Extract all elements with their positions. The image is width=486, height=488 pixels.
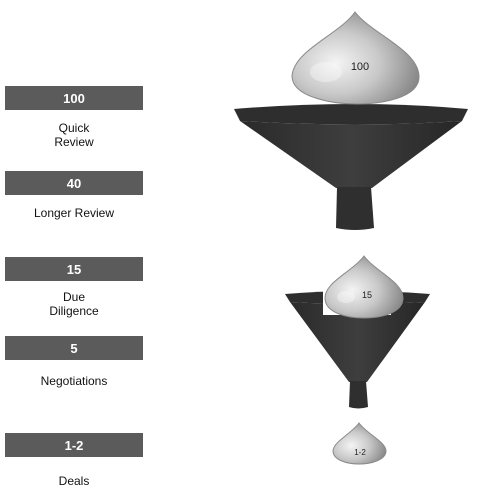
stage-value-box-deals: 1-2 [5, 433, 143, 457]
stage-label-negotiations: Negotiations [40, 374, 108, 388]
drop-1-2: 1-2 [332, 422, 387, 465]
stage-value: 100 [63, 90, 85, 106]
stage-value: 5 [70, 340, 78, 356]
stage-value: 15 [66, 261, 82, 277]
stage-value-box-negotiations: 5 [5, 336, 143, 360]
stage-label-due-diligence: Due Diligence [49, 290, 99, 318]
stage-value-box-due-diligence: 15 [5, 257, 143, 281]
stage-value-box-quick-review: 100 [5, 86, 143, 110]
drop-15: 15 [324, 255, 404, 319]
stage-value: 40 [66, 175, 82, 191]
stage-label-longer-review: Longer Review [33, 206, 115, 220]
drop-100: 100 [291, 11, 420, 105]
stage-value: 1-2 [64, 437, 84, 453]
drop-label: 15 [362, 290, 372, 300]
stage-label-quick-review: Quick Review [54, 121, 94, 149]
stage-label-deals: Deals [58, 474, 90, 488]
stage-value-box-longer-review: 40 [5, 171, 143, 195]
drop-label: 1-2 [354, 448, 366, 457]
drop-label: 100 [351, 61, 369, 73]
large-funnel [234, 104, 468, 230]
